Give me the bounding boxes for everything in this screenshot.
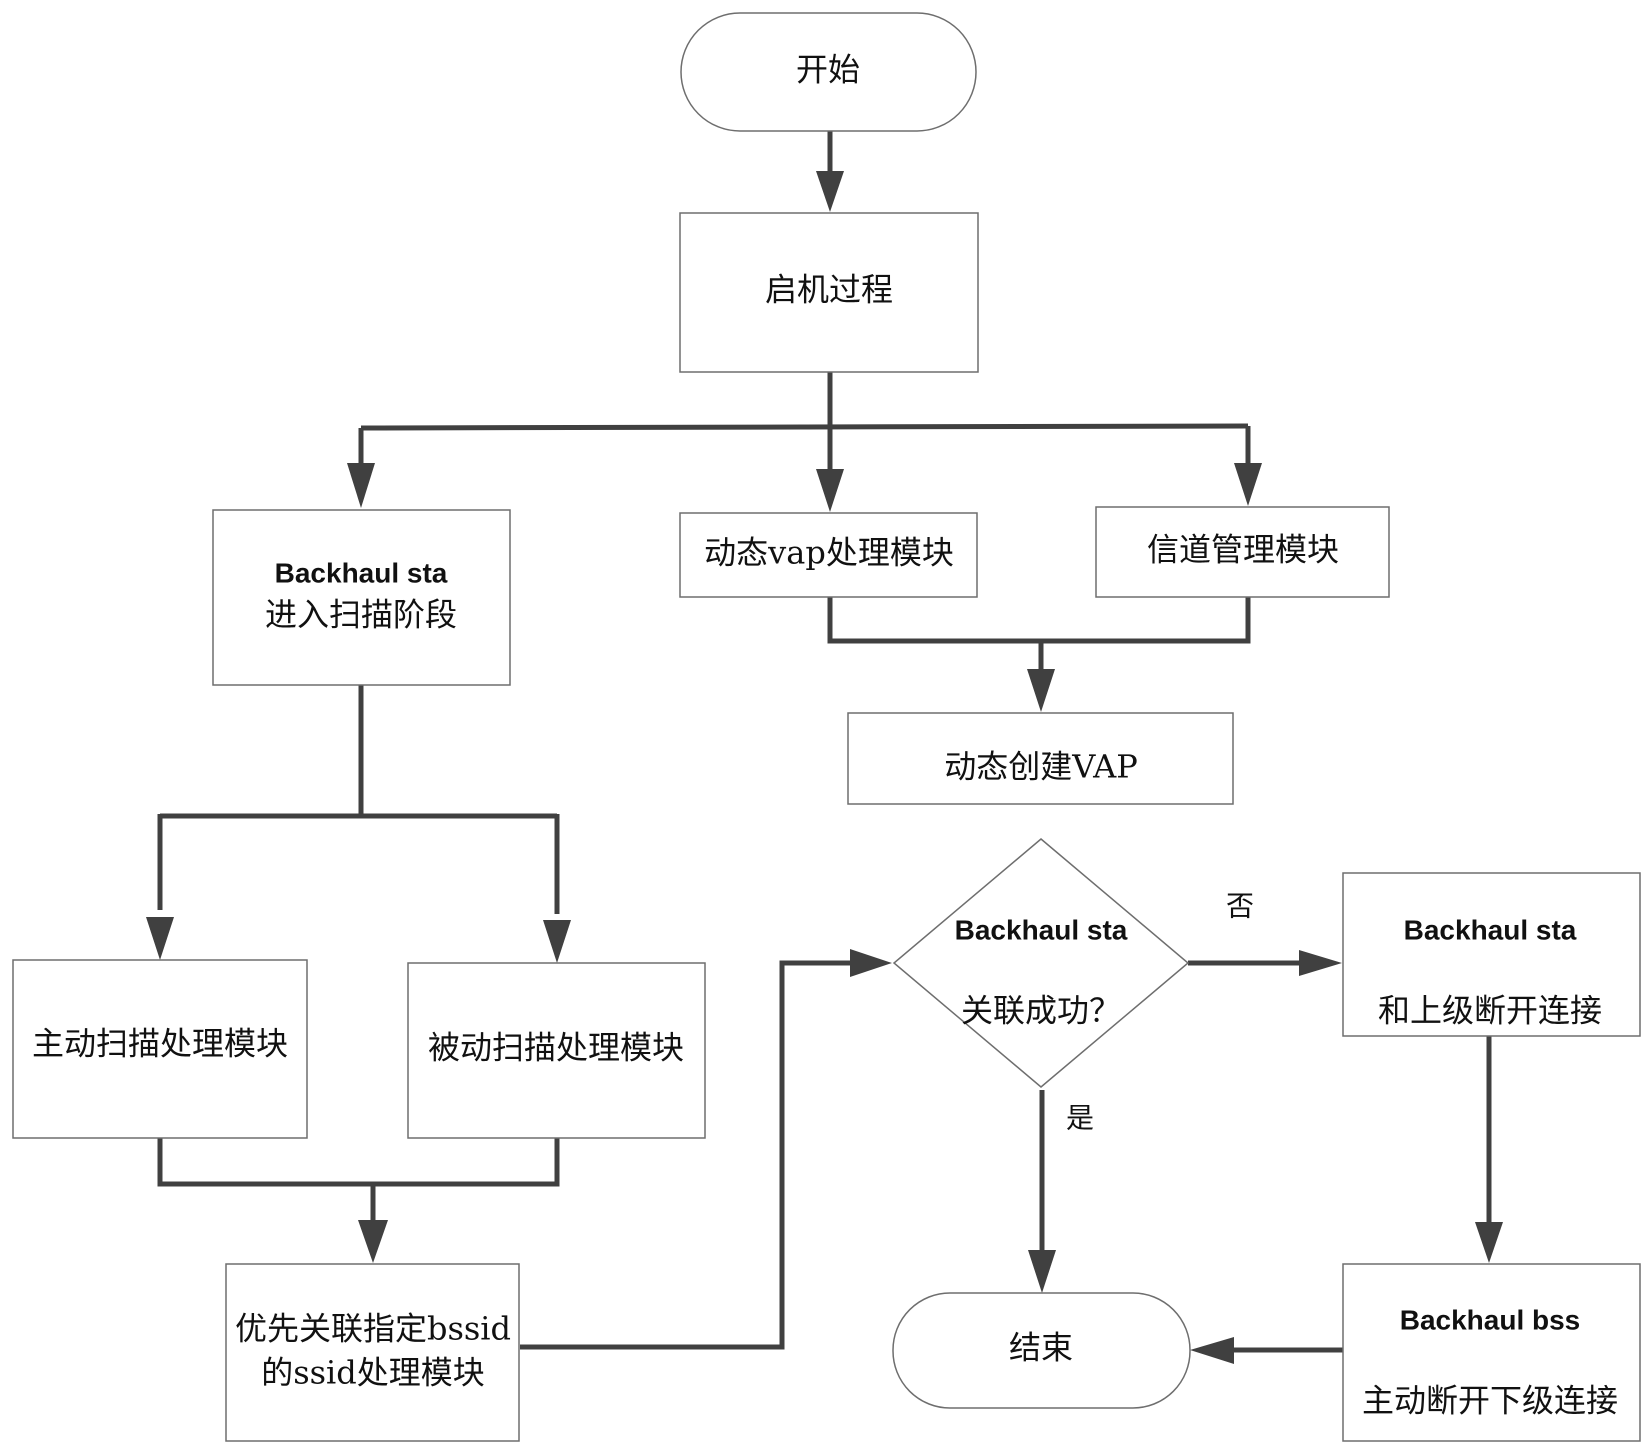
node-bssid-assoc-line2: 的ssid处理模块: [261, 1354, 485, 1392]
arrowhead-icon: [816, 469, 844, 512]
process-shape: [12, 959, 308, 1139]
decision-shape: [892, 838, 1190, 1088]
node-start-label: 开始: [796, 51, 860, 89]
node-sta-disconnect-line2: 和上级断开连接: [1378, 992, 1602, 1030]
edge-label-yes: 是: [1066, 1102, 1094, 1135]
node-assoc-decision-line1: Backhaul sta: [955, 914, 1128, 945]
arrowhead-icon: [850, 949, 892, 977]
node-vap-module: 动态vap处理模块: [679, 512, 978, 598]
node-passive-scan-label: 被动扫描处理模块: [428, 1029, 684, 1067]
arrowhead-icon: [347, 463, 375, 508]
node-passive-scan: 被动扫描处理模块: [407, 962, 706, 1139]
node-channel-module-label: 信道管理模块: [1147, 531, 1339, 569]
edge-boot-split: [360, 372, 1249, 431]
node-active-scan-label: 主动扫描处理模块: [32, 1025, 288, 1063]
process-shape: [1342, 872, 1641, 1037]
node-assoc-decision-line2: 关联成功？: [961, 992, 1121, 1030]
process-shape: [679, 512, 978, 598]
terminal-shape: [680, 12, 977, 132]
node-assoc-decision: Backhaul sta 关联成功？: [892, 838, 1190, 1088]
process-shape: [225, 1263, 520, 1442]
edges: [146, 130, 1503, 1364]
node-create-vap: 动态创建VAP: [847, 712, 1234, 805]
arrowhead-icon: [1234, 463, 1262, 506]
node-scan-phase-line1: Backhaul sta: [275, 557, 448, 588]
node-create-vap-label: 动态创建VAP: [944, 748, 1138, 786]
arrowhead-icon: [1190, 1337, 1234, 1364]
arrowhead-icon: [146, 917, 174, 960]
process-shape: [1095, 506, 1390, 598]
node-bss-disconnect: Backhaul bss 主动断开下级连接: [1342, 1263, 1641, 1442]
node-end: 结束: [892, 1292, 1191, 1409]
node-sta-disconnect-line1: Backhaul sta: [1404, 914, 1577, 945]
arrowhead-icon: [543, 920, 571, 963]
node-channel-module: 信道管理模块: [1095, 506, 1390, 598]
node-active-scan: 主动扫描处理模块: [12, 959, 308, 1139]
edge-scan-split: [157, 685, 560, 914]
process-shape: [212, 509, 511, 686]
arrowhead-icon: [1299, 950, 1342, 976]
node-sta-disconnect: Backhaul sta 和上级断开连接: [1342, 872, 1641, 1037]
node-bss-disconnect-line1: Backhaul bss: [1400, 1304, 1581, 1335]
process-shape: [407, 962, 706, 1139]
edge-bssid-decision: [520, 960, 860, 1350]
edge-merge-bssid: [157, 1137, 560, 1230]
arrowhead-icon: [1028, 1250, 1056, 1293]
edge-label-no: 否: [1226, 890, 1254, 923]
node-vap-module-label: 动态vap处理模块: [704, 534, 954, 572]
arrowhead-icon: [358, 1220, 388, 1263]
node-boot-label: 启机过程: [765, 271, 893, 309]
process-shape: [847, 712, 1234, 805]
node-start: 开始: [680, 12, 977, 132]
process-shape: [679, 212, 979, 373]
node-scan-phase: Backhaul sta 进入扫描阶段: [212, 509, 511, 686]
node-scan-phase-line2: 进入扫描阶段: [265, 596, 457, 634]
terminal-shape: [892, 1292, 1191, 1409]
arrowhead-icon: [816, 171, 844, 212]
node-bssid-assoc: 优先关联指定bssid 的ssid处理模块: [225, 1263, 520, 1442]
node-bss-disconnect-line2: 主动断开下级连接: [1362, 1382, 1618, 1420]
node-bssid-assoc-line1: 优先关联指定bssid: [235, 1310, 511, 1348]
node-end-label: 结束: [1009, 1329, 1073, 1367]
node-boot: 启机过程: [679, 212, 979, 373]
arrowhead-icon: [1475, 1222, 1503, 1263]
arrowhead-icon: [1027, 669, 1055, 712]
process-shape: [1342, 1263, 1641, 1442]
